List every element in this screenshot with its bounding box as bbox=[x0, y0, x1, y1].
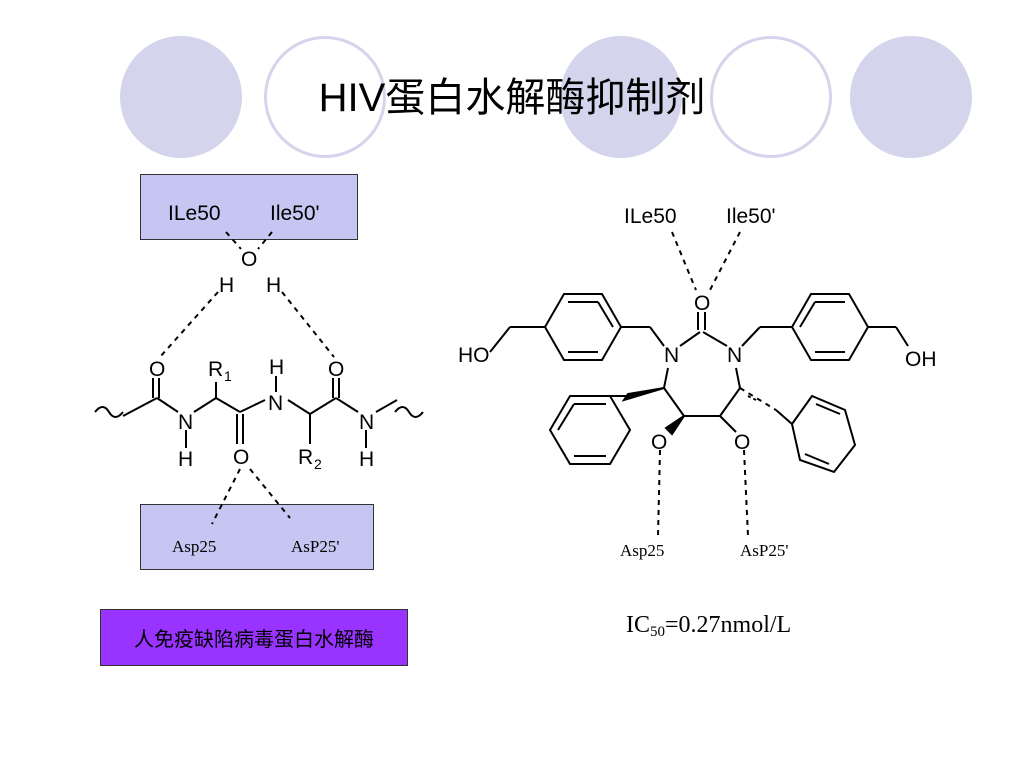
slide-title: HIV蛋白水解酶抑制剂 bbox=[318, 76, 706, 120]
left-ile50p-label: Ile50' bbox=[270, 202, 320, 225]
decor-circle-filled-1 bbox=[120, 36, 242, 158]
right-ho-label: HO bbox=[458, 344, 490, 367]
right-asp25p-label: AsP25' bbox=[740, 541, 788, 560]
decor-circle-filled-3 bbox=[850, 36, 972, 158]
left-n-center: N bbox=[268, 392, 283, 415]
protease-name-label: 人免疫缺陷病毒蛋白水解酶 bbox=[100, 609, 408, 666]
ile50-residue-box bbox=[140, 174, 358, 240]
left-water-h1: H bbox=[219, 274, 234, 297]
left-hbonds bbox=[159, 231, 335, 525]
left-ile50-label: ILe50 bbox=[168, 202, 221, 225]
asp25-residue-box bbox=[140, 504, 374, 570]
left-n-right: N bbox=[359, 411, 374, 434]
left-amide-h-top: H bbox=[269, 356, 284, 379]
ic50-subscript: 50 bbox=[650, 624, 665, 640]
left-n-left: N bbox=[178, 411, 193, 434]
right-carbonyl-o: O bbox=[694, 292, 710, 315]
right-hbonds bbox=[657, 231, 777, 537]
decor-circle-ring-2 bbox=[710, 36, 832, 158]
right-n-right: N bbox=[727, 344, 742, 367]
left-carbonyl-o2: O bbox=[328, 358, 344, 381]
left-r1-sub: 1 bbox=[224, 368, 232, 384]
right-ile50p-label: Ile50' bbox=[726, 205, 776, 228]
right-hydroxyl-o1: O bbox=[651, 431, 667, 454]
right-hydroxyl-o2: O bbox=[734, 431, 750, 454]
right-asp-labels: Asp25 AsP25' bbox=[620, 541, 788, 560]
left-asp25p-label: AsP25' bbox=[291, 537, 339, 556]
right-asp25-label: Asp25 bbox=[620, 541, 664, 560]
left-carbonyl-o1: O bbox=[149, 358, 165, 381]
right-oh-label: OH bbox=[905, 348, 937, 371]
decor-circle-ring-1 bbox=[264, 36, 386, 158]
right-atom-labels: ILe50 Ile50' O N N HO OH O O bbox=[458, 205, 937, 454]
left-amide-h-right: H bbox=[359, 448, 374, 471]
right-n-left: N bbox=[664, 344, 679, 367]
left-atom-labels: ILe50 Ile50' O H H O R 1 H O N N N H H O… bbox=[149, 202, 374, 472]
right-ile50-label: ILe50 bbox=[624, 205, 677, 228]
left-r2-label: R bbox=[298, 446, 313, 469]
left-bonds bbox=[94, 376, 424, 448]
right-wedges bbox=[621, 387, 757, 436]
right-bonds bbox=[489, 293, 909, 474]
left-water-oxygen: O bbox=[241, 248, 257, 271]
left-r2-sub: 2 bbox=[314, 456, 322, 472]
left-carbonyl-o3: O bbox=[233, 446, 249, 469]
decor-circle-filled-2 bbox=[560, 36, 682, 158]
left-asp25-label: Asp25 bbox=[172, 537, 216, 556]
ic50-suffix: =0.27nmol/L bbox=[665, 612, 792, 638]
left-amide-h-left: H bbox=[178, 448, 193, 471]
ic50-value: IC50=0.27nmol/L bbox=[626, 612, 791, 641]
left-water-h2: H bbox=[266, 274, 281, 297]
left-asp-labels: Asp25 AsP25' bbox=[172, 537, 339, 556]
ic50-prefix: IC bbox=[626, 612, 650, 638]
left-r1-label: R bbox=[208, 358, 223, 381]
